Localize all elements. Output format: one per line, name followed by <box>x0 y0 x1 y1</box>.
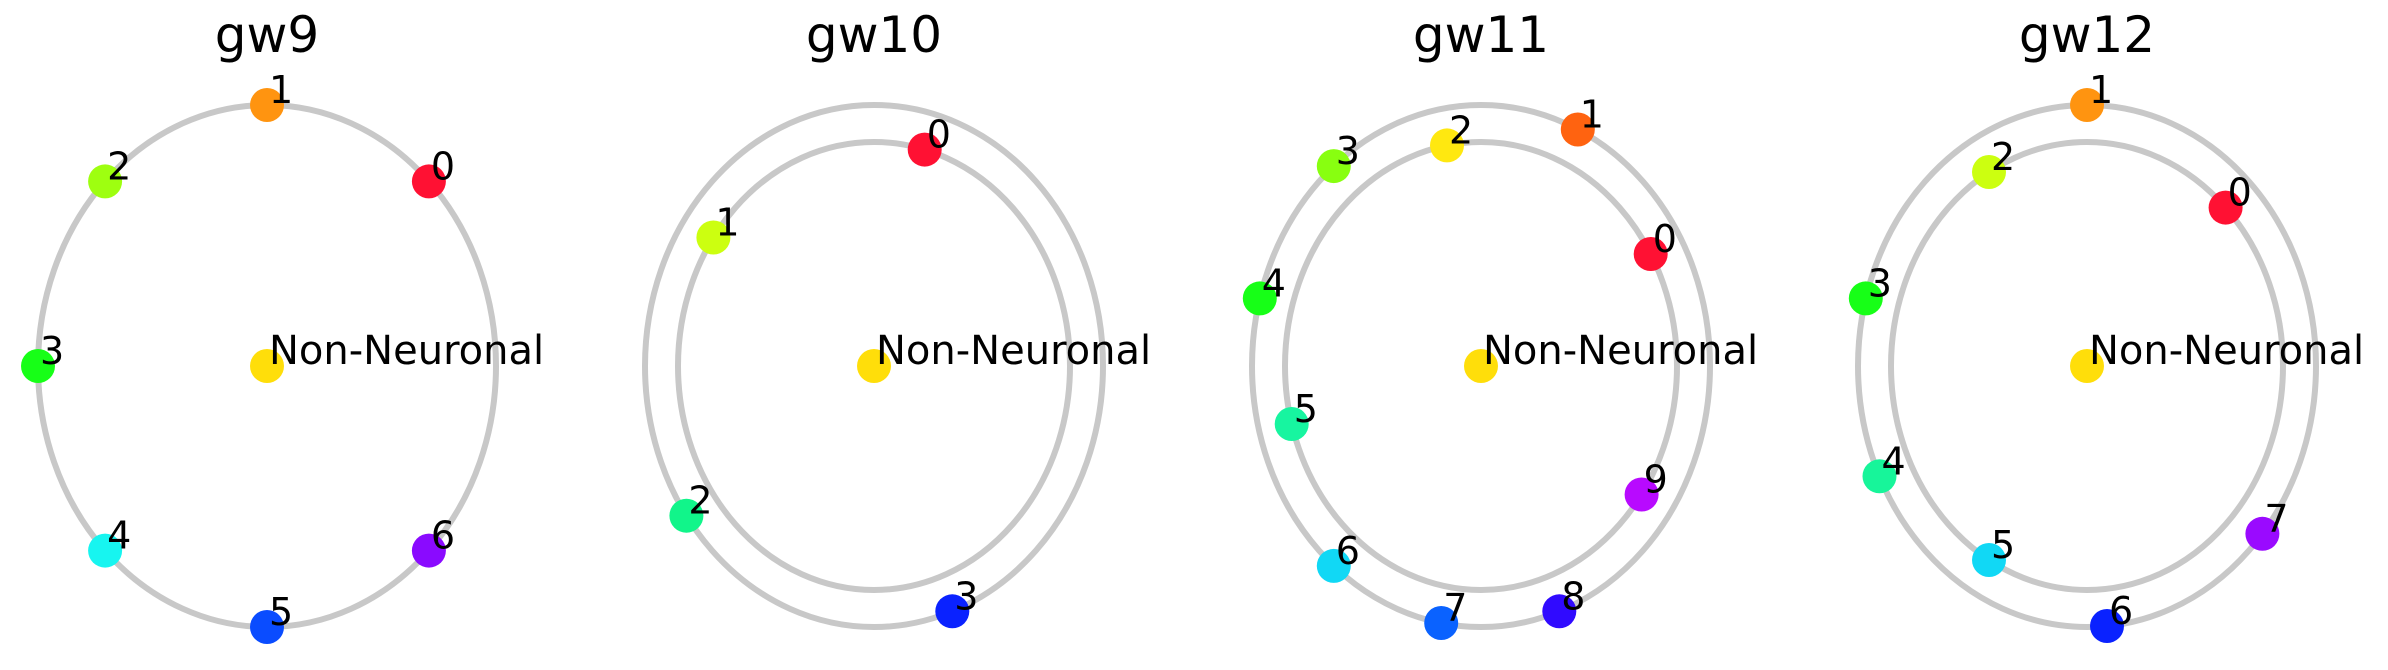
cluster-node-label: 4 <box>1882 439 1906 483</box>
cluster-node-label: 5 <box>1294 387 1318 431</box>
ring-inner <box>675 139 1073 593</box>
center-node <box>250 349 284 383</box>
cluster-node-label: 7 <box>2264 497 2288 541</box>
center-node-label: Non-Neuronal <box>1483 328 1758 374</box>
cluster-node-label: 8 <box>1561 574 1585 618</box>
cluster-node-label: 3 <box>40 329 64 373</box>
panel-title: gw11 <box>1413 6 1549 64</box>
cluster-node-label: 2 <box>1449 108 1473 152</box>
cluster-node-label: 5 <box>1991 523 2015 567</box>
cluster-node-1 <box>696 220 731 255</box>
center-node <box>857 349 891 383</box>
cluster-node-label: 2 <box>107 144 131 188</box>
ring-inner <box>1282 139 1680 593</box>
cluster-node-label: 0 <box>1653 217 1677 261</box>
cluster-node-label: 0 <box>431 144 455 188</box>
cluster-node-3 <box>21 349 55 383</box>
cluster-node-1 <box>250 88 284 122</box>
cluster-node-label: 1 <box>715 201 739 245</box>
cluster-node-1 <box>1560 112 1595 147</box>
cluster-node-label: 3 <box>954 574 978 618</box>
cluster-node-3 <box>1316 149 1351 184</box>
ring-outer <box>642 102 1106 630</box>
cluster-node-7 <box>2245 516 2280 551</box>
cluster-node-label: 5 <box>269 590 293 634</box>
cluster-node-6 <box>1316 548 1351 583</box>
center-node <box>2070 349 2104 383</box>
cluster-node-label: 1 <box>269 68 293 112</box>
cluster-node-0 <box>1633 237 1668 271</box>
cluster-node-4 <box>88 533 123 568</box>
cluster-node-0 <box>907 132 942 167</box>
panel-title: gw9 <box>215 6 319 64</box>
cluster-node-label: 9 <box>1644 458 1668 502</box>
cluster-node-label: 3 <box>1336 129 1360 173</box>
cluster-node-9 <box>1624 477 1659 512</box>
cluster-node-label: 1 <box>1580 93 1604 137</box>
cluster-node-2 <box>669 498 704 533</box>
cluster-node-6 <box>2090 609 2124 643</box>
cluster-node-label: 6 <box>1336 529 1360 573</box>
cluster-node-5 <box>1274 407 1309 441</box>
cluster-node-0 <box>2208 190 2243 225</box>
cluster-node-2 <box>1430 128 1464 163</box>
cluster-node-5 <box>250 610 284 644</box>
cluster-node-label: 0 <box>2228 171 2252 215</box>
cluster-node-6 <box>411 533 446 568</box>
panel-title: gw10 <box>806 6 942 64</box>
cluster-node-label: 1 <box>2089 68 2113 112</box>
cluster-node-5 <box>1972 543 2006 577</box>
ring-inner <box>1888 139 2286 593</box>
cluster-node-3 <box>935 594 970 629</box>
cluster-node-8 <box>1542 594 1577 629</box>
cluster-node-label: 2 <box>1991 135 2015 179</box>
cluster-node-label: 6 <box>431 514 455 558</box>
cluster-node-label: 6 <box>2109 589 2133 633</box>
cluster-node-label: 4 <box>107 514 131 558</box>
cluster-node-label: 2 <box>688 479 712 523</box>
center-node <box>1464 349 1498 383</box>
cluster-node-label: 4 <box>1262 261 1286 305</box>
center-node-label: Non-Neuronal <box>876 328 1151 374</box>
cluster-node-0 <box>411 164 446 199</box>
panel-title: gw12 <box>2019 6 2155 64</box>
cluster-node-1 <box>2070 88 2104 122</box>
cluster-node-4 <box>1242 281 1277 316</box>
ring-outer <box>1249 102 1713 630</box>
cluster-node-label: 7 <box>1443 586 1467 630</box>
cluster-node-2 <box>1972 155 2006 189</box>
cluster-node-2 <box>88 164 123 199</box>
cluster-node-label: 3 <box>1868 261 1892 305</box>
cluster-node-label: 0 <box>927 113 951 157</box>
cluster-node-7 <box>1424 606 1459 640</box>
center-node-label: Non-Neuronal <box>269 328 544 374</box>
center-node-label: Non-Neuronal <box>2089 328 2364 374</box>
cluster-node-4 <box>1862 459 1897 494</box>
cluster-node-3 <box>1848 281 1883 316</box>
